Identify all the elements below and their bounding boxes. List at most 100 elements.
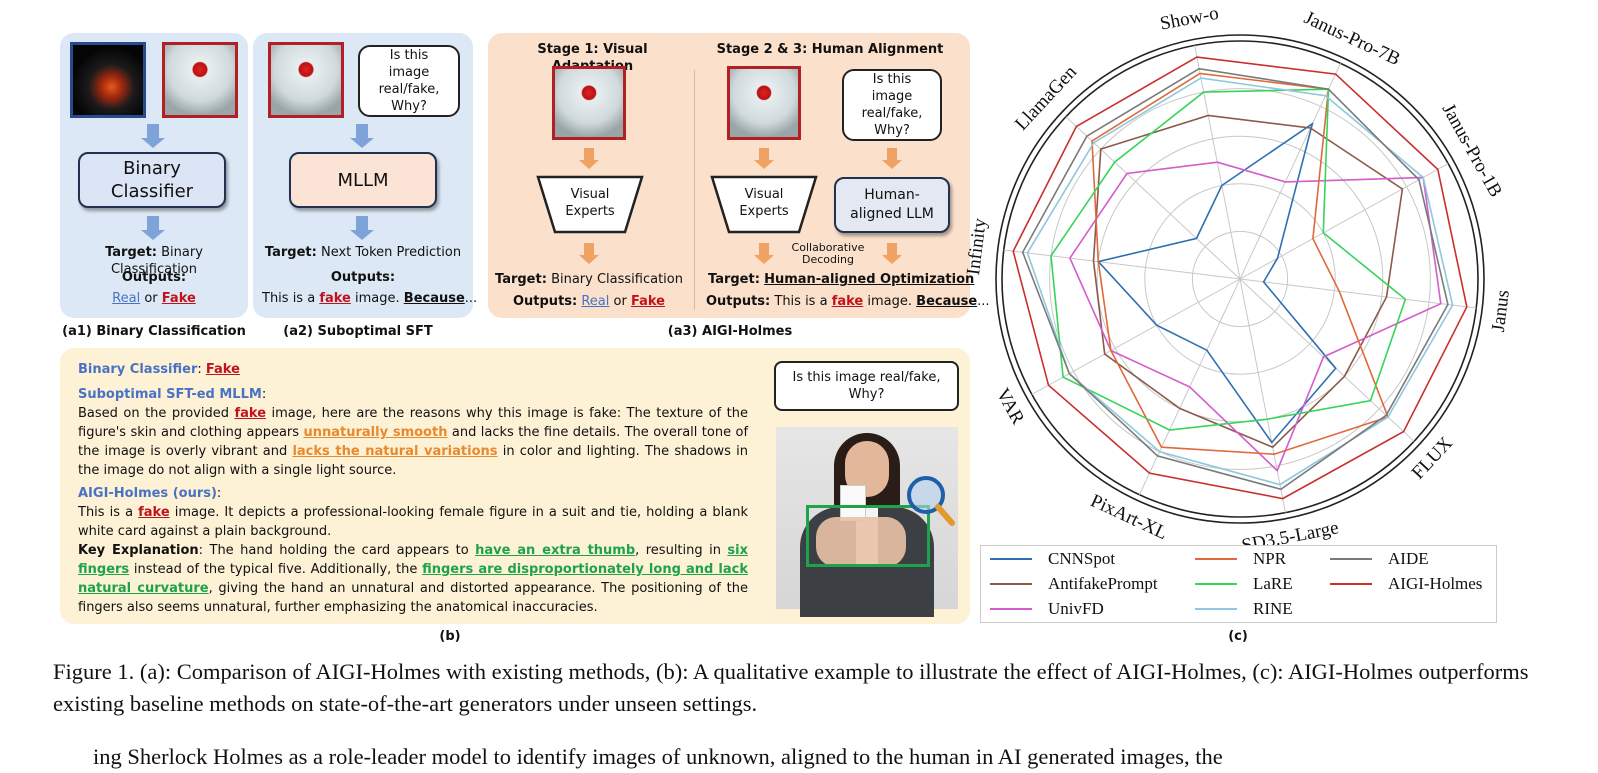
- legend-item: LaRE: [1195, 574, 1293, 594]
- stage-divider: [694, 70, 695, 310]
- visual-experts-label: Visual Experts: [565, 187, 615, 219]
- axis-spoke: [1239, 163, 1449, 280]
- legend-item: RINE: [1195, 599, 1293, 619]
- axis-label: LlamaGen: [1011, 61, 1081, 134]
- sft-title: Suboptimal SFT-ed MLLM:: [78, 387, 267, 402]
- axis-spoke: [1065, 116, 1241, 280]
- caption-c: (c): [1228, 629, 1248, 644]
- series-line-npr: [1091, 72, 1390, 456]
- series-line-aigi-holmes: [1012, 56, 1468, 500]
- caption-a1: (a1) Binary Classification: [62, 324, 246, 339]
- holmes-title: AIGI-Holmes (ours):: [78, 486, 222, 501]
- body-text-line: ing Sherlock Holmes as a role-leader mod…: [93, 744, 1223, 769]
- axis-spoke: [1239, 278, 1477, 309]
- legend-swatch: [1195, 583, 1237, 585]
- target-line: Target: Binary Classification: [495, 272, 683, 287]
- legend-label: AIGI-Holmes: [1388, 574, 1483, 593]
- legend-item: AntifakePrompt: [990, 574, 1158, 594]
- axis-label: PixArt-XL: [1087, 490, 1170, 544]
- series-line-univfd: [1068, 161, 1442, 472]
- arrow-down: [882, 243, 902, 264]
- caption-a2: (a2) Suboptimal SFT: [283, 324, 433, 339]
- legend-swatch: [1330, 583, 1372, 585]
- target-line: Target: Binary Classification: [105, 245, 203, 277]
- axis-spoke: [1003, 249, 1241, 280]
- arrow-down: [350, 124, 374, 148]
- axis-label: Show-o: [1158, 3, 1220, 35]
- caption-a3: (a3) AIGI-Holmes: [667, 324, 793, 339]
- magnifier-icon: [907, 476, 955, 526]
- highlight-box: [806, 505, 930, 567]
- collaborative-decoding-label: Collaborative Decoding: [791, 241, 865, 266]
- series-line-lare: [1050, 88, 1407, 431]
- legend-swatch: [1330, 558, 1372, 560]
- legend-swatch: [990, 558, 1032, 560]
- axis-label: Janus-Pro-7B: [1301, 7, 1404, 70]
- axis-spoke: [1239, 278, 1286, 513]
- legend-label: AIDE: [1388, 549, 1429, 568]
- visual-experts-label: Visual Experts: [739, 187, 789, 219]
- outputs-line: This is a fake image. Because...: [262, 291, 478, 306]
- series-line-cnnspot: [1096, 121, 1337, 444]
- binary-classifier-module: Binary Classifier: [78, 152, 226, 208]
- blank-card: [840, 485, 866, 521]
- outputs-line: Outputs: This is a fake image. Because..…: [706, 294, 990, 309]
- image-apple-bowl: [552, 66, 626, 140]
- grid-circle: [1144, 183, 1336, 375]
- legend-swatch: [990, 608, 1032, 610]
- arrow-down: [754, 243, 774, 264]
- holmes-paragraph: This is a fake image. It depicts a profe…: [78, 505, 749, 539]
- axis-spoke: [1239, 63, 1342, 280]
- figure-caption: Figure 1. (a): Comparison of AIGI-Holmes…: [53, 659, 1529, 716]
- legend-item: UnivFD: [990, 599, 1104, 619]
- bc-line: Binary Classifier: Fake: [78, 362, 240, 377]
- module-label: Binary Classifier: [110, 158, 194, 202]
- legend-item: AIDE: [1330, 549, 1429, 569]
- outer-ring: [995, 34, 1485, 524]
- human-aligned-llm-module: Human-aligned LLM: [834, 177, 950, 233]
- arrow-down: [579, 148, 599, 169]
- stage23-title: Stage 2 & 3: Human Alignment: [716, 42, 944, 57]
- question-box: Is this image real/fake, Why?: [842, 69, 942, 141]
- arrow-down: [141, 216, 165, 240]
- mllm-module: MLLM: [289, 152, 437, 208]
- axis-spoke: [1031, 278, 1241, 395]
- visual-experts-trapezoid: [536, 175, 644, 234]
- caption-b: (b): [439, 629, 461, 644]
- sft-paragraph: Based on the provided fake image, here a…: [78, 406, 749, 478]
- legend-box: [980, 545, 1497, 623]
- question-box: Is this image real/fake, Why?: [358, 45, 460, 117]
- legend-label: UnivFD: [1048, 599, 1104, 618]
- arrow-down: [754, 148, 774, 169]
- radar-chart: Janus-Pro-7BJanus-Pro-1BJanusFLUXSD3.5-L…: [963, 3, 1514, 557]
- series-line-rine: [1026, 77, 1454, 486]
- image-apple-bowl: [727, 66, 801, 140]
- legend-item: NPR: [1195, 549, 1286, 569]
- legend-swatch: [1195, 558, 1237, 560]
- outputs-line: Real or Fake: [112, 291, 196, 306]
- key-explanation-paragraph: Key Explanation: The hand holding the ca…: [78, 543, 748, 615]
- outputs-line: Outputs: Real or Fake: [512, 294, 665, 309]
- image-apple-bowl: [162, 42, 238, 118]
- target-line: Target: Human-aligned Optimization: [708, 272, 975, 287]
- legend-label: NPR: [1253, 549, 1287, 568]
- grid-circle: [1001, 40, 1479, 518]
- legend: CNNSpot NPR AIDE AntifakePrompt LaRE AIGI-Hol…: [980, 545, 1497, 623]
- legend-item: AIGI-Holmes: [1330, 574, 1482, 594]
- arrow-down: [141, 124, 165, 148]
- legend-label: LaRE: [1253, 574, 1293, 593]
- axis-label: Janus: [1488, 289, 1514, 333]
- arrow-down: [882, 148, 902, 169]
- image-apple-bowl: [268, 42, 344, 118]
- grid-circle: [1049, 88, 1431, 470]
- legend-label: RINE: [1253, 599, 1293, 618]
- legend-swatch: [990, 583, 1032, 585]
- legend-swatch: [1195, 608, 1237, 610]
- portrait-image: [776, 427, 958, 617]
- target-line: Target: Next Token Prediction: [264, 245, 462, 260]
- series-line-antifakeprompt: [1092, 114, 1404, 449]
- axis-spoke: [1239, 278, 1415, 442]
- outputs-label: Outputs:: [330, 270, 396, 285]
- series-line-aide: [1021, 67, 1449, 491]
- legend-item: CNNSpot: [990, 549, 1115, 569]
